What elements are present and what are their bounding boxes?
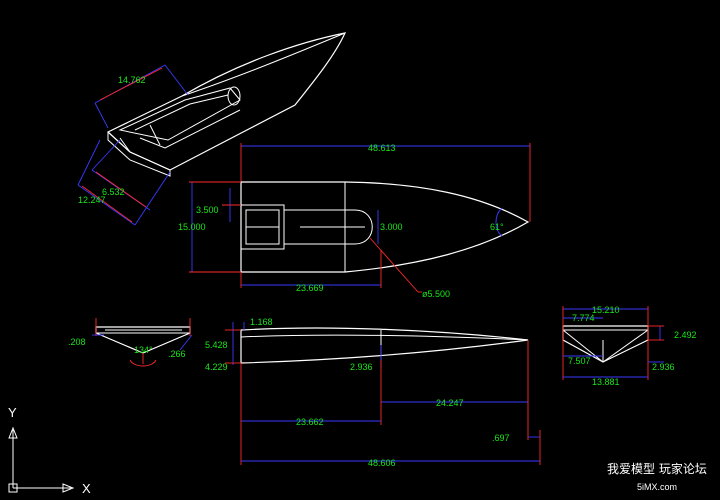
dim-side-2: 5.428 [205,340,228,350]
dim-side-4: 2.936 [350,362,373,372]
dim-rear-4: 7.507 [568,356,591,366]
watermark-text: 我爱模型 玩家论坛 [607,461,707,476]
dim-side-7: .697 [492,433,510,443]
dim-top-beam: 15.000 [178,222,206,232]
dim-side-3: 4.229 [205,362,228,372]
dim-side-6: 23.662 [296,417,324,427]
x-axis-label: X [82,481,91,496]
dim-top-bow-angle: 61° [490,222,504,232]
y-axis-label: Y [8,405,17,420]
dim-iso-top: 14.762 [118,75,146,85]
side-view: 1.168 5.428 4.229 2.936 24.247 23.662 .6… [205,317,541,468]
dim-front-left: .208 [68,337,86,347]
dim-rear-2: 7.774 [572,313,595,323]
top-view: 48.613 15.000 3.500 3.000 61° 23.669 ø5. [178,143,531,299]
watermark-url: 5iMX.com [637,482,677,492]
rear-view: 15.210 7.774 2.492 7.507 2.936 13.881 [562,305,697,387]
dim-top-overall: 48.613 [368,143,396,153]
dim-rear-1: 15.210 [592,305,620,315]
dim-front-angle: 134° [134,345,153,355]
front-view: .208 134° .266 [68,318,193,367]
dim-side-overall: 48.606 [368,458,396,468]
dim-front-right: .266 [168,349,186,359]
dim-rear-5: 2.936 [652,362,675,372]
watermark: 我爱模型 玩家论坛 5iMX.com [607,461,707,492]
dim-top-transom: 3.500 [196,205,219,215]
dim-iso-b: 12.247 [78,195,106,205]
dim-top-inner: 3.000 [380,222,403,232]
dim-rear-6: 13.881 [592,377,620,387]
dim-iso-a: 6.532 [102,187,125,197]
dim-top-diameter: ø5.500 [422,289,450,299]
dim-top-length: 23.669 [296,283,324,293]
ucs-axis-icon: Y X [8,405,91,496]
dim-side-1: 1.168 [250,317,273,327]
isometric-view: 14.762 6.532 12.247 [77,32,347,226]
dim-rear-3: 2.492 [674,330,697,340]
dim-side-5: 24.247 [436,398,464,408]
